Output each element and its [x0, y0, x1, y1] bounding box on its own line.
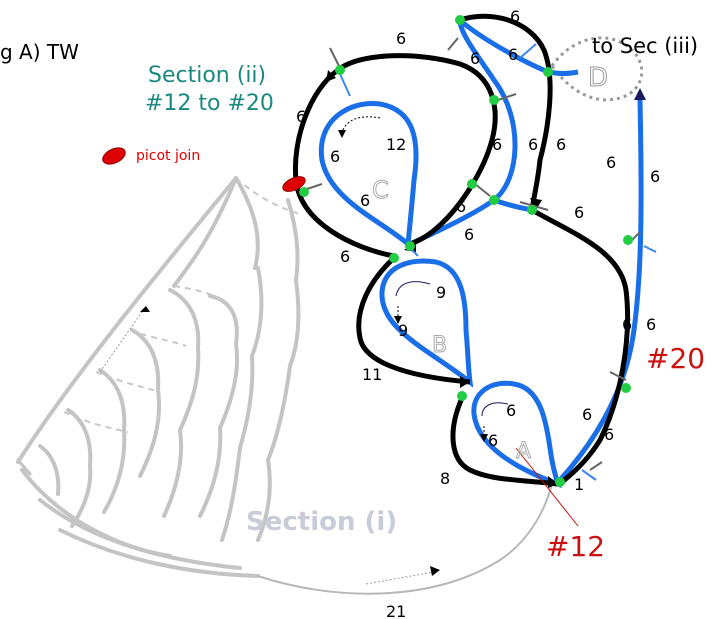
- bead: [405, 241, 415, 251]
- ring-d: [550, 36, 644, 102]
- ring-a: [471, 380, 562, 489]
- black-chains: [292, 13, 631, 487]
- ring-b-direction: [395, 281, 431, 297]
- picot-ticks-blue: [339, 43, 657, 481]
- count-label: 6: [574, 203, 584, 222]
- count-label: 6: [340, 247, 350, 266]
- marker-12-line: [515, 447, 579, 527]
- section-i-ghost-thin: [63, 177, 301, 433]
- count-label: 9: [436, 283, 446, 302]
- ring-c-direction: [341, 116, 381, 133]
- count-label: 6: [622, 315, 632, 334]
- count-label: 21: [386, 602, 406, 619]
- bead: [489, 95, 499, 105]
- ring-b: [379, 258, 474, 388]
- count-label: 6: [528, 135, 538, 154]
- bead: [543, 67, 553, 77]
- arrow-head-icon: [430, 566, 440, 576]
- count-label: 6: [646, 315, 656, 334]
- arrow-head-icon: [460, 376, 470, 388]
- arrow-head-icon: [140, 306, 150, 312]
- count-label: 6: [470, 49, 480, 68]
- bead: [621, 383, 631, 393]
- count-label: 1: [574, 475, 584, 494]
- arrow-head-icon: [480, 434, 488, 442]
- count-label: 6: [296, 107, 306, 126]
- picot-ticks: [303, 37, 641, 471]
- count-label: 6: [508, 45, 518, 64]
- bead: [527, 205, 537, 215]
- bead: [555, 477, 565, 487]
- bead: [335, 65, 345, 75]
- bead: [623, 235, 633, 245]
- ring-a-direction: [481, 402, 509, 417]
- beads: [299, 15, 633, 487]
- arrow-head-icon: [530, 198, 542, 210]
- count-label: 6: [582, 405, 592, 424]
- legend-picot-icon: [102, 147, 126, 165]
- bottom-direction-arrow: [365, 571, 435, 585]
- count-label: 6: [506, 401, 516, 420]
- ring-label-c: C: [372, 176, 389, 204]
- section-range: #12 to #20: [145, 91, 274, 116]
- count-label: 6: [492, 135, 502, 154]
- count-label: 6: [556, 135, 566, 154]
- bead: [489, 195, 499, 205]
- count-label: 6: [464, 225, 474, 244]
- section-i-direction-arrow: [99, 305, 147, 373]
- ring-label-b: B: [432, 333, 447, 358]
- count-label: 6: [330, 147, 340, 166]
- section-i-label: Section (i): [246, 507, 397, 537]
- count-label: 6: [606, 153, 616, 172]
- header-partial: g A) TW: [0, 40, 79, 64]
- picot-join-label: picot join: [136, 148, 200, 164]
- marker-start: #12: [546, 530, 605, 563]
- arrow-head-icon: [326, 70, 336, 82]
- bead: [389, 253, 399, 263]
- count-label: 6: [650, 167, 660, 186]
- count-label: 6: [456, 197, 466, 216]
- arrow-head-icon: [338, 130, 346, 138]
- arrow-head-icon: [548, 476, 558, 488]
- count-label: 9: [398, 321, 408, 340]
- bead: [467, 179, 477, 189]
- chain-20: [558, 99, 644, 482]
- picot-join: [282, 176, 306, 192]
- ring-label-d: D: [588, 63, 608, 93]
- count-label: 6: [360, 191, 370, 210]
- arrow-head-icon: [394, 316, 402, 324]
- bead: [457, 391, 467, 401]
- count-label: 8: [440, 469, 450, 488]
- ring-c: [318, 101, 419, 250]
- bead: [455, 15, 465, 25]
- ring-label-a: A: [516, 439, 531, 464]
- bottom-thread: [257, 483, 553, 595]
- count-label: 6: [488, 431, 498, 450]
- to-section-label: to Sec (iii): [592, 34, 698, 58]
- section-title: Section (ii): [148, 63, 266, 88]
- arrow-head-icon: [634, 88, 646, 100]
- marker-end: #20: [646, 342, 705, 375]
- count-label: 12: [386, 135, 406, 154]
- bead: [299, 187, 309, 197]
- count-label: 6: [604, 425, 614, 444]
- count-label: 6: [510, 7, 520, 26]
- section-i-ghost: [16, 176, 301, 578]
- count-label: 11: [362, 365, 382, 384]
- count-label: 6: [396, 29, 406, 48]
